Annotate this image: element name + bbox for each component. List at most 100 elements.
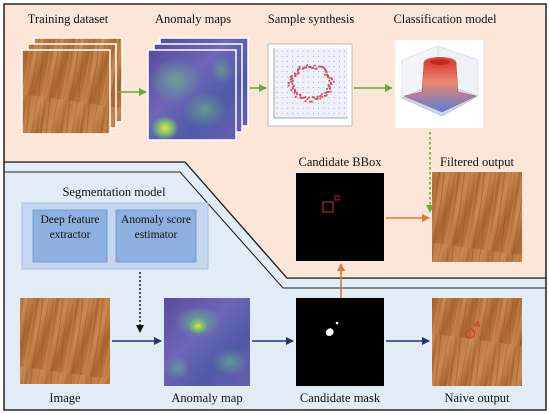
training-dataset-stack	[21, 37, 123, 135]
synthesis-grid-point	[307, 60, 309, 62]
synthesis-grid-point	[318, 55, 320, 57]
synthesis-ring-point	[292, 84, 296, 88]
synthesis-grid-point	[323, 107, 325, 109]
synthesis-grid-point	[302, 50, 304, 52]
synthesis-grid-point	[297, 97, 299, 99]
synthesis-grid-point	[318, 107, 320, 109]
synthesis-grid-point	[318, 71, 320, 73]
synthesis-grid-point	[333, 76, 335, 78]
synthesis-ring-point	[320, 93, 323, 96]
synthesis-grid-point	[318, 92, 320, 94]
synthesis-grid-point	[333, 60, 335, 62]
synthesis-ring-point	[301, 96, 304, 100]
synthesis-grid-point	[292, 86, 294, 88]
synthesis-grid-point	[338, 92, 340, 94]
synthesis-grid-point	[344, 107, 346, 109]
synthesis-grid-point	[318, 76, 320, 78]
synthesis-ring-point	[293, 72, 297, 75]
synthesis-ring-point	[324, 91, 327, 94]
synthesis-grid-point	[323, 97, 325, 99]
synthesis-grid-point	[318, 97, 320, 99]
label-anomaly-score-estimator: Anomaly score estimator	[121, 214, 191, 241]
synthesis-grid-point	[323, 81, 325, 83]
synthesis-grid-point	[292, 81, 294, 83]
synthesis-grid-point	[286, 71, 288, 73]
synthesis-grid-point	[307, 76, 309, 78]
synthesis-grid-point	[333, 66, 335, 68]
synthesis-grid-point	[292, 50, 294, 52]
synthesis-grid-point	[292, 97, 294, 99]
synthesis-ring-point	[311, 66, 315, 70]
synthesis-grid-point	[312, 92, 314, 94]
synthesis-grid-point	[281, 66, 283, 68]
synthesis-grid-point	[286, 112, 288, 114]
synthesis-grid-point	[323, 71, 325, 73]
label-sample-synthesis: Sample synthesis	[267, 12, 355, 26]
synthesis-grid-point	[318, 50, 320, 52]
synthesis-grid-point	[318, 112, 320, 114]
synthesis-grid-point	[333, 50, 335, 52]
synthesis-grid-point	[307, 102, 309, 104]
synthesis-grid-point	[297, 92, 299, 94]
synthesis-grid-point	[286, 55, 288, 57]
synthesis-grid-point	[323, 102, 325, 104]
synthesis-ring-point	[299, 96, 302, 100]
synthesis-grid-point	[333, 112, 335, 114]
synthesis-grid-point	[281, 76, 283, 78]
synthesis-grid-point	[281, 102, 283, 104]
synthesis-grid-point	[318, 86, 320, 88]
synthesis-grid-point	[344, 60, 346, 62]
synthesis-grid-point	[281, 50, 283, 52]
synthesis-ring-point	[323, 73, 326, 76]
synthesis-grid-point	[338, 60, 340, 62]
synthesis-grid-point	[297, 112, 299, 114]
synthesis-grid-point	[344, 76, 346, 78]
synthesis-grid-point	[318, 81, 320, 83]
synthesis-grid-point	[292, 71, 294, 73]
synthesis-grid-point	[292, 107, 294, 109]
synthesis-grid-point	[344, 55, 346, 57]
synthesis-grid-point	[286, 81, 288, 83]
synthesis-grid-point	[297, 60, 299, 62]
synthesis-grid-point	[281, 92, 283, 94]
synthesis-grid-point	[323, 60, 325, 62]
synthesis-grid-point	[281, 81, 283, 83]
synthesis-ring-point	[305, 66, 308, 69]
synthesis-ring-point	[321, 95, 324, 98]
synthesis-grid-point	[297, 107, 299, 109]
synthesis-ring-point	[298, 93, 302, 96]
candidate-mask-image	[296, 298, 384, 386]
label-anomaly-map: Anomaly map	[171, 391, 243, 405]
synthesis-grid-point	[286, 50, 288, 52]
naive-output-image	[432, 298, 522, 386]
synthesis-grid-point	[286, 60, 288, 62]
synthesis-ring-point	[291, 79, 294, 82]
synthesis-grid-point	[328, 50, 330, 52]
synthesis-grid-point	[344, 86, 346, 88]
synthesis-grid-point	[318, 66, 320, 68]
synthesis-grid-point	[323, 86, 325, 88]
synthesis-grid-point	[328, 92, 330, 94]
synthesis-grid-point	[338, 102, 340, 104]
synthesis-grid-point	[344, 71, 346, 73]
candidate-bbox-image	[296, 173, 384, 261]
synthesis-grid-point	[276, 50, 278, 52]
label-segmentation-model: Segmentation model	[62, 185, 166, 199]
synthesis-grid-point	[328, 81, 330, 83]
synthesis-grid-point	[302, 76, 304, 78]
synthesis-grid-point	[276, 71, 278, 73]
synthesis-grid-point	[302, 55, 304, 57]
input-image	[20, 298, 110, 384]
synthesis-grid-point	[344, 97, 346, 99]
synthesis-grid-point	[344, 92, 346, 94]
synthesis-ring-point	[304, 96, 307, 99]
synthesis-ring-point	[291, 77, 294, 80]
classification-model-surface	[395, 40, 483, 128]
synthesis-grid-point	[323, 50, 325, 52]
synthesis-grid-point	[276, 55, 278, 57]
synthesis-grid-point	[276, 107, 278, 109]
synthesis-grid-point	[307, 86, 309, 88]
synthesis-grid-point	[281, 107, 283, 109]
synthesis-grid-point	[307, 107, 309, 109]
synthesis-grid-point	[328, 71, 330, 73]
